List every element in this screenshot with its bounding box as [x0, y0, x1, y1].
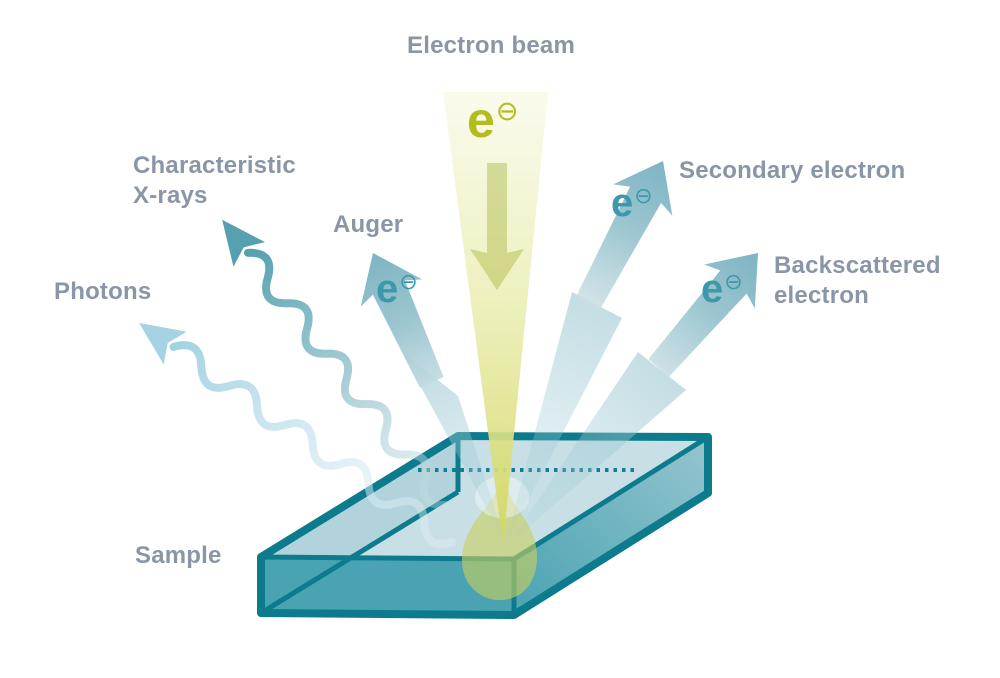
secondary-electron-label: Secondary electron [679, 157, 906, 184]
auger-label: Auger [333, 211, 404, 238]
electron-e-glyph: e [376, 267, 399, 311]
beam-electron-symbol: e⊖ [467, 92, 519, 148]
minus-charge-icon: ⊖ [399, 269, 418, 294]
electron-beam-cone [443, 92, 548, 545]
sample-label: Sample [135, 542, 222, 569]
backscattered-electron-symbol: e⊖ [701, 267, 743, 311]
beam-direction-arrow-icon [470, 163, 524, 290]
auger-electron-symbol: e⊖ [376, 267, 418, 311]
minus-charge-icon: ⊖ [634, 183, 653, 208]
backscattered-emission-ray [507, 352, 686, 546]
photons-label: Photons [54, 278, 152, 305]
minus-charge-icon: ⊖ [724, 269, 743, 294]
electron-e-glyph: e [467, 92, 495, 148]
characteristic-xrays-label-line2: X-rays [133, 182, 208, 209]
auger-electron-arrow-icon [360, 253, 444, 388]
auger-emission-ray [402, 352, 507, 546]
secondary-emission-ray [505, 292, 622, 545]
photon-wavy-arrow-icon [139, 322, 456, 548]
characteristic-xrays-label: Characteristic X-rays [133, 151, 296, 211]
electron-beam-label: Electron beam [407, 32, 575, 59]
backscattered-electron-label: Backscattered electron [774, 251, 941, 311]
electron-beam [443, 92, 548, 545]
minus-charge-icon: ⊖ [495, 96, 519, 126]
xray-wavy-arrow-icon [222, 219, 449, 509]
backscattered-electron-label-line1: Backscattered [774, 252, 941, 279]
interaction-volume-teardrop [462, 474, 538, 601]
backscattered-electron-label-line2: electron [774, 282, 869, 309]
secondary-electron-symbol: e⊖ [611, 181, 653, 225]
secondary-electron-arrow-icon [575, 161, 673, 311]
sample-box-right-face [514, 437, 708, 615]
backscattered-electron-arrow-icon [648, 253, 758, 377]
electron-e-glyph: e [701, 267, 724, 311]
electron-e-glyph: e [611, 181, 634, 225]
characteristic-xrays-label-line1: Characteristic [133, 152, 296, 179]
